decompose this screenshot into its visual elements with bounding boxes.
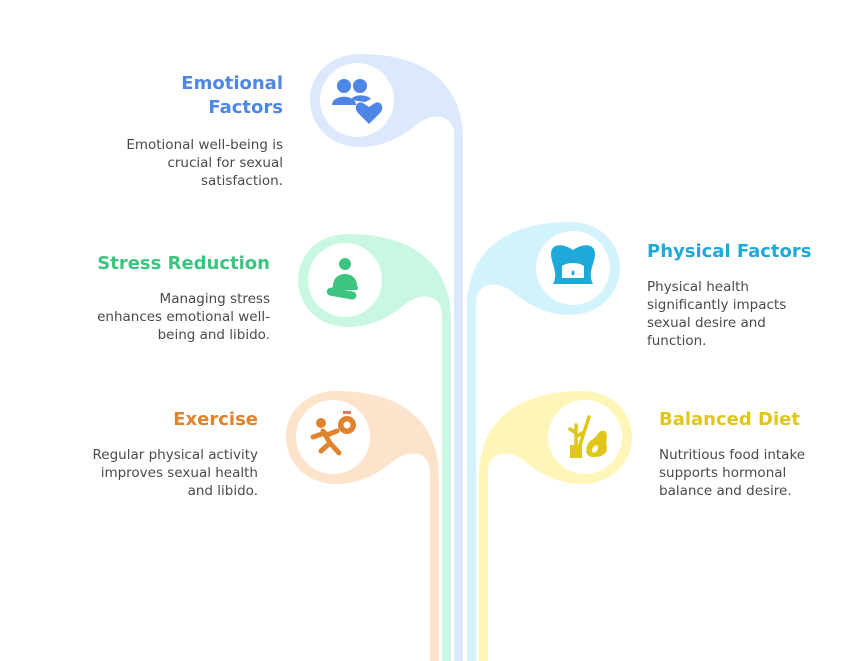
balanced-diet-description: Nutritious food intake supports hormonal… bbox=[659, 447, 806, 499]
stress-reduction-description: Managing stress enhances emotional well-… bbox=[97, 291, 270, 343]
physical-factors-title: Physical Factors bbox=[647, 241, 812, 262]
people-heart-icon bbox=[332, 79, 383, 124]
stress-reduction-block: Stress Reduction Managing stress enhance… bbox=[97, 252, 270, 344]
balanced-diet-title: Balanced Diet bbox=[659, 409, 800, 430]
branch-stress bbox=[298, 234, 451, 661]
running-stopwatch-icon bbox=[310, 411, 356, 456]
exercise-description: Regular physical activity improves sexua… bbox=[92, 447, 258, 499]
emotional-factors-block: Emotional Factors Emotional well-being i… bbox=[126, 72, 283, 190]
branch-diet bbox=[479, 391, 632, 661]
torso-icon bbox=[551, 245, 595, 284]
emotional-factors-description: Emotional well-being is crucial for sexu… bbox=[126, 137, 283, 189]
physical-factors-description: Physical health significantly impacts se… bbox=[647, 279, 787, 349]
meditation-icon bbox=[326, 258, 358, 300]
emotional-factors-title: Emotional Factors bbox=[181, 73, 283, 118]
branch-emotional bbox=[310, 54, 463, 661]
exercise-block: Exercise Regular physical activity impro… bbox=[93, 408, 258, 500]
healthy-food-icon bbox=[568, 415, 607, 458]
stress-reduction-title: Stress Reduction bbox=[97, 253, 270, 274]
exercise-title: Exercise bbox=[173, 409, 258, 430]
branch-exercise bbox=[286, 391, 439, 661]
balanced-diet-block: Balanced Diet Nutritious food intake sup… bbox=[659, 408, 805, 500]
physical-factors-block: Physical Factors Physical health signifi… bbox=[647, 240, 812, 350]
